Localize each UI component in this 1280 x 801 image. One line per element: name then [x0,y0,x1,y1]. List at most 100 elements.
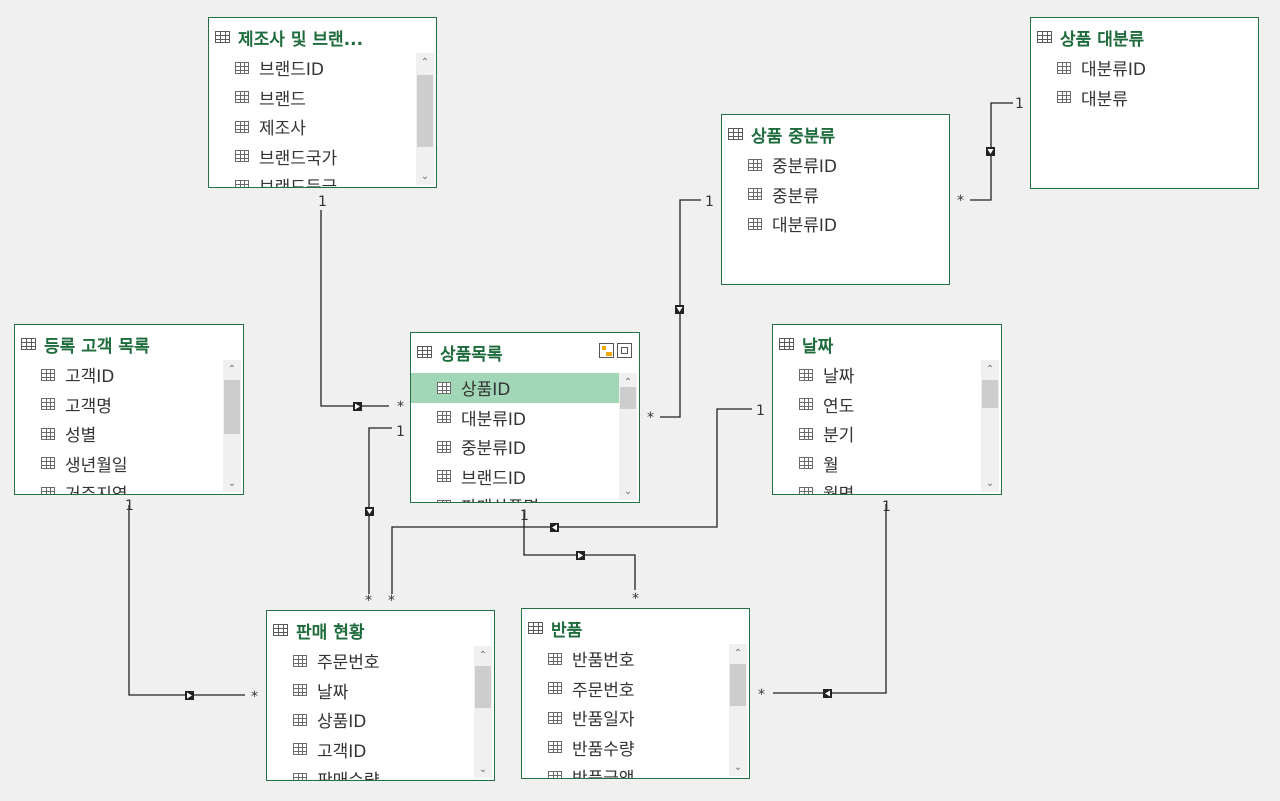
table-title: 제조사 및 브랜... [238,29,364,50]
column-icon [748,188,762,201]
scroll-up-icon[interactable]: ⌃ [227,363,237,375]
column-icon [235,61,249,74]
field-row[interactable]: 상품ID [267,705,474,735]
column-icon [293,743,307,756]
scrollbar-thumb[interactable] [417,75,433,147]
column-icon [1057,61,1071,74]
field-row[interactable]: 고객명 [15,390,223,420]
field-label: 고객ID [65,367,115,388]
field-row[interactable]: 판매상품명 [411,491,619,502]
field-row[interactable]: 월명 [773,478,981,494]
scroll-down-icon[interactable]: ⌄ [227,477,237,489]
scroll-up-icon[interactable]: ⌃ [733,647,743,659]
table-card-major-category[interactable]: 상품 대분류 대분류ID 대분류 [1030,17,1259,189]
field-row[interactable]: 주문번호 [267,646,474,676]
field-row[interactable]: 판매수량 [267,764,474,780]
field-row[interactable]: 대분류ID [722,209,949,239]
table-icon [779,338,794,350]
field-row[interactable]: 날짜 [773,360,981,390]
field-label: 생년월일 [65,455,128,476]
field-row[interactable]: 대분류ID [411,403,619,433]
scroll-up-icon[interactable]: ⌃ [623,376,633,388]
field-label: 주문번호 [572,680,635,701]
field-row[interactable]: 대분류 [1031,83,1258,113]
field-row[interactable]: 반품수량 [522,733,729,763]
field-row[interactable]: 거주지역 [15,478,223,494]
scroll-down-icon[interactable]: ⌄ [478,763,488,775]
column-icon [41,398,55,411]
table-card-date[interactable]: 날짜 날짜 연도 분기 월 월명 ⌃⌄ [772,324,1002,495]
column-icon [799,368,813,381]
scroll-down-icon[interactable]: ⌄ [623,485,633,497]
field-row[interactable]: 반품금액 [522,762,729,778]
scrollbar[interactable]: ⌃⌄ [981,360,999,492]
field-row[interactable]: 월 [773,449,981,479]
field-row[interactable]: 중분류ID [411,432,619,462]
scroll-up-icon[interactable]: ⌃ [478,649,488,661]
field-label: 거주지역 [65,480,128,494]
layout-toggle-icon[interactable] [599,343,614,358]
table-card-returns[interactable]: 반품 반품번호 주문번호 반품일자 반품수량 반품금액 ⌃⌄ [521,608,750,779]
field-row[interactable]: 브랜드ID [209,53,416,83]
field-label: 중분류ID [772,157,838,178]
scrollbar[interactable]: ⌃⌄ [416,53,434,185]
field-row[interactable]: 중분류 [722,180,949,210]
cardinality-one: 1 [396,424,405,440]
scroll-up-icon[interactable]: ⌃ [985,363,995,375]
column-icon [799,486,813,494]
rel-customer-sales [128,505,245,696]
column-icon [548,652,562,665]
table-card-manufacturer[interactable]: 제조사 및 브랜... 브랜드ID 브랜드 제조사 브랜드국가 브랜드등급 ⌃⌄ [208,17,437,188]
scrollbar-thumb[interactable] [224,380,240,434]
scrollbar-thumb[interactable] [475,666,491,708]
field-row[interactable]: 반품번호 [522,644,729,674]
scrollbar[interactable]: ⌃⌄ [729,644,747,776]
scrollbar-thumb[interactable] [982,380,998,408]
field-row[interactable]: 연도 [773,390,981,420]
scrollbar[interactable]: ⌃⌄ [619,373,637,500]
field-row-selected[interactable]: 상품ID [411,373,619,403]
scroll-down-icon[interactable]: ⌄ [733,761,743,773]
table-icon [215,31,230,43]
field-row[interactable]: 고객ID [15,360,223,390]
cardinality-many: * [758,687,765,703]
column-icon [41,427,55,440]
field-row[interactable]: 브랜드등급 [209,171,416,187]
column-icon [293,684,307,697]
field-label: 상품ID [461,380,511,401]
column-icon [437,381,451,394]
scroll-up-icon[interactable]: ⌃ [420,56,430,68]
table-title: 등록 고객 목록 [44,336,150,357]
field-row[interactable]: 분기 [773,419,981,449]
field-row[interactable]: 브랜드ID [411,462,619,492]
scrollbar-thumb[interactable] [620,387,636,409]
scrollbar-thumb[interactable] [730,664,746,706]
field-row[interactable]: 날짜 [267,676,474,706]
collapse-icon[interactable] [617,343,632,358]
field-row[interactable]: 대분류ID [1031,53,1258,83]
table-card-sales[interactable]: 판매 현황 주문번호 날짜 상품ID 고객ID 판매수량 ⌃⌄ [266,610,495,781]
field-label: 날짜 [317,682,349,703]
table-icon [21,338,36,350]
field-row[interactable]: 고객ID [267,735,474,765]
field-row[interactable]: 브랜드 [209,83,416,113]
scroll-down-icon[interactable]: ⌄ [985,477,995,489]
table-card-middle-category[interactable]: 상품 중분류 중분류ID 중분류 대분류ID [721,114,950,285]
field-row[interactable]: 중분류ID [722,150,949,180]
field-row[interactable]: 제조사 [209,112,416,142]
field-row[interactable]: 브랜드국가 [209,142,416,172]
scroll-down-icon[interactable]: ⌄ [420,170,430,182]
scrollbar[interactable]: ⌃⌄ [223,360,241,492]
column-icon [548,682,562,695]
field-row[interactable]: 성별 [15,419,223,449]
scrollbar[interactable]: ⌃⌄ [474,646,492,778]
field-row[interactable]: 주문번호 [522,674,729,704]
cardinality-one: 1 [882,499,891,515]
table-card-product[interactable]: 상품목록 상품ID 대분류ID 중분류ID 브랜드ID 판매상품명 ⌃⌄ [410,332,640,503]
field-row[interactable]: 반품일자 [522,703,729,733]
field-label: 월명 [823,480,854,494]
table-card-customer[interactable]: 등록 고객 목록 고객ID 고객명 성별 생년월일 거주지역 ⌃⌄ [14,324,244,495]
table-icon [273,624,288,636]
field-row[interactable]: 생년월일 [15,449,223,479]
